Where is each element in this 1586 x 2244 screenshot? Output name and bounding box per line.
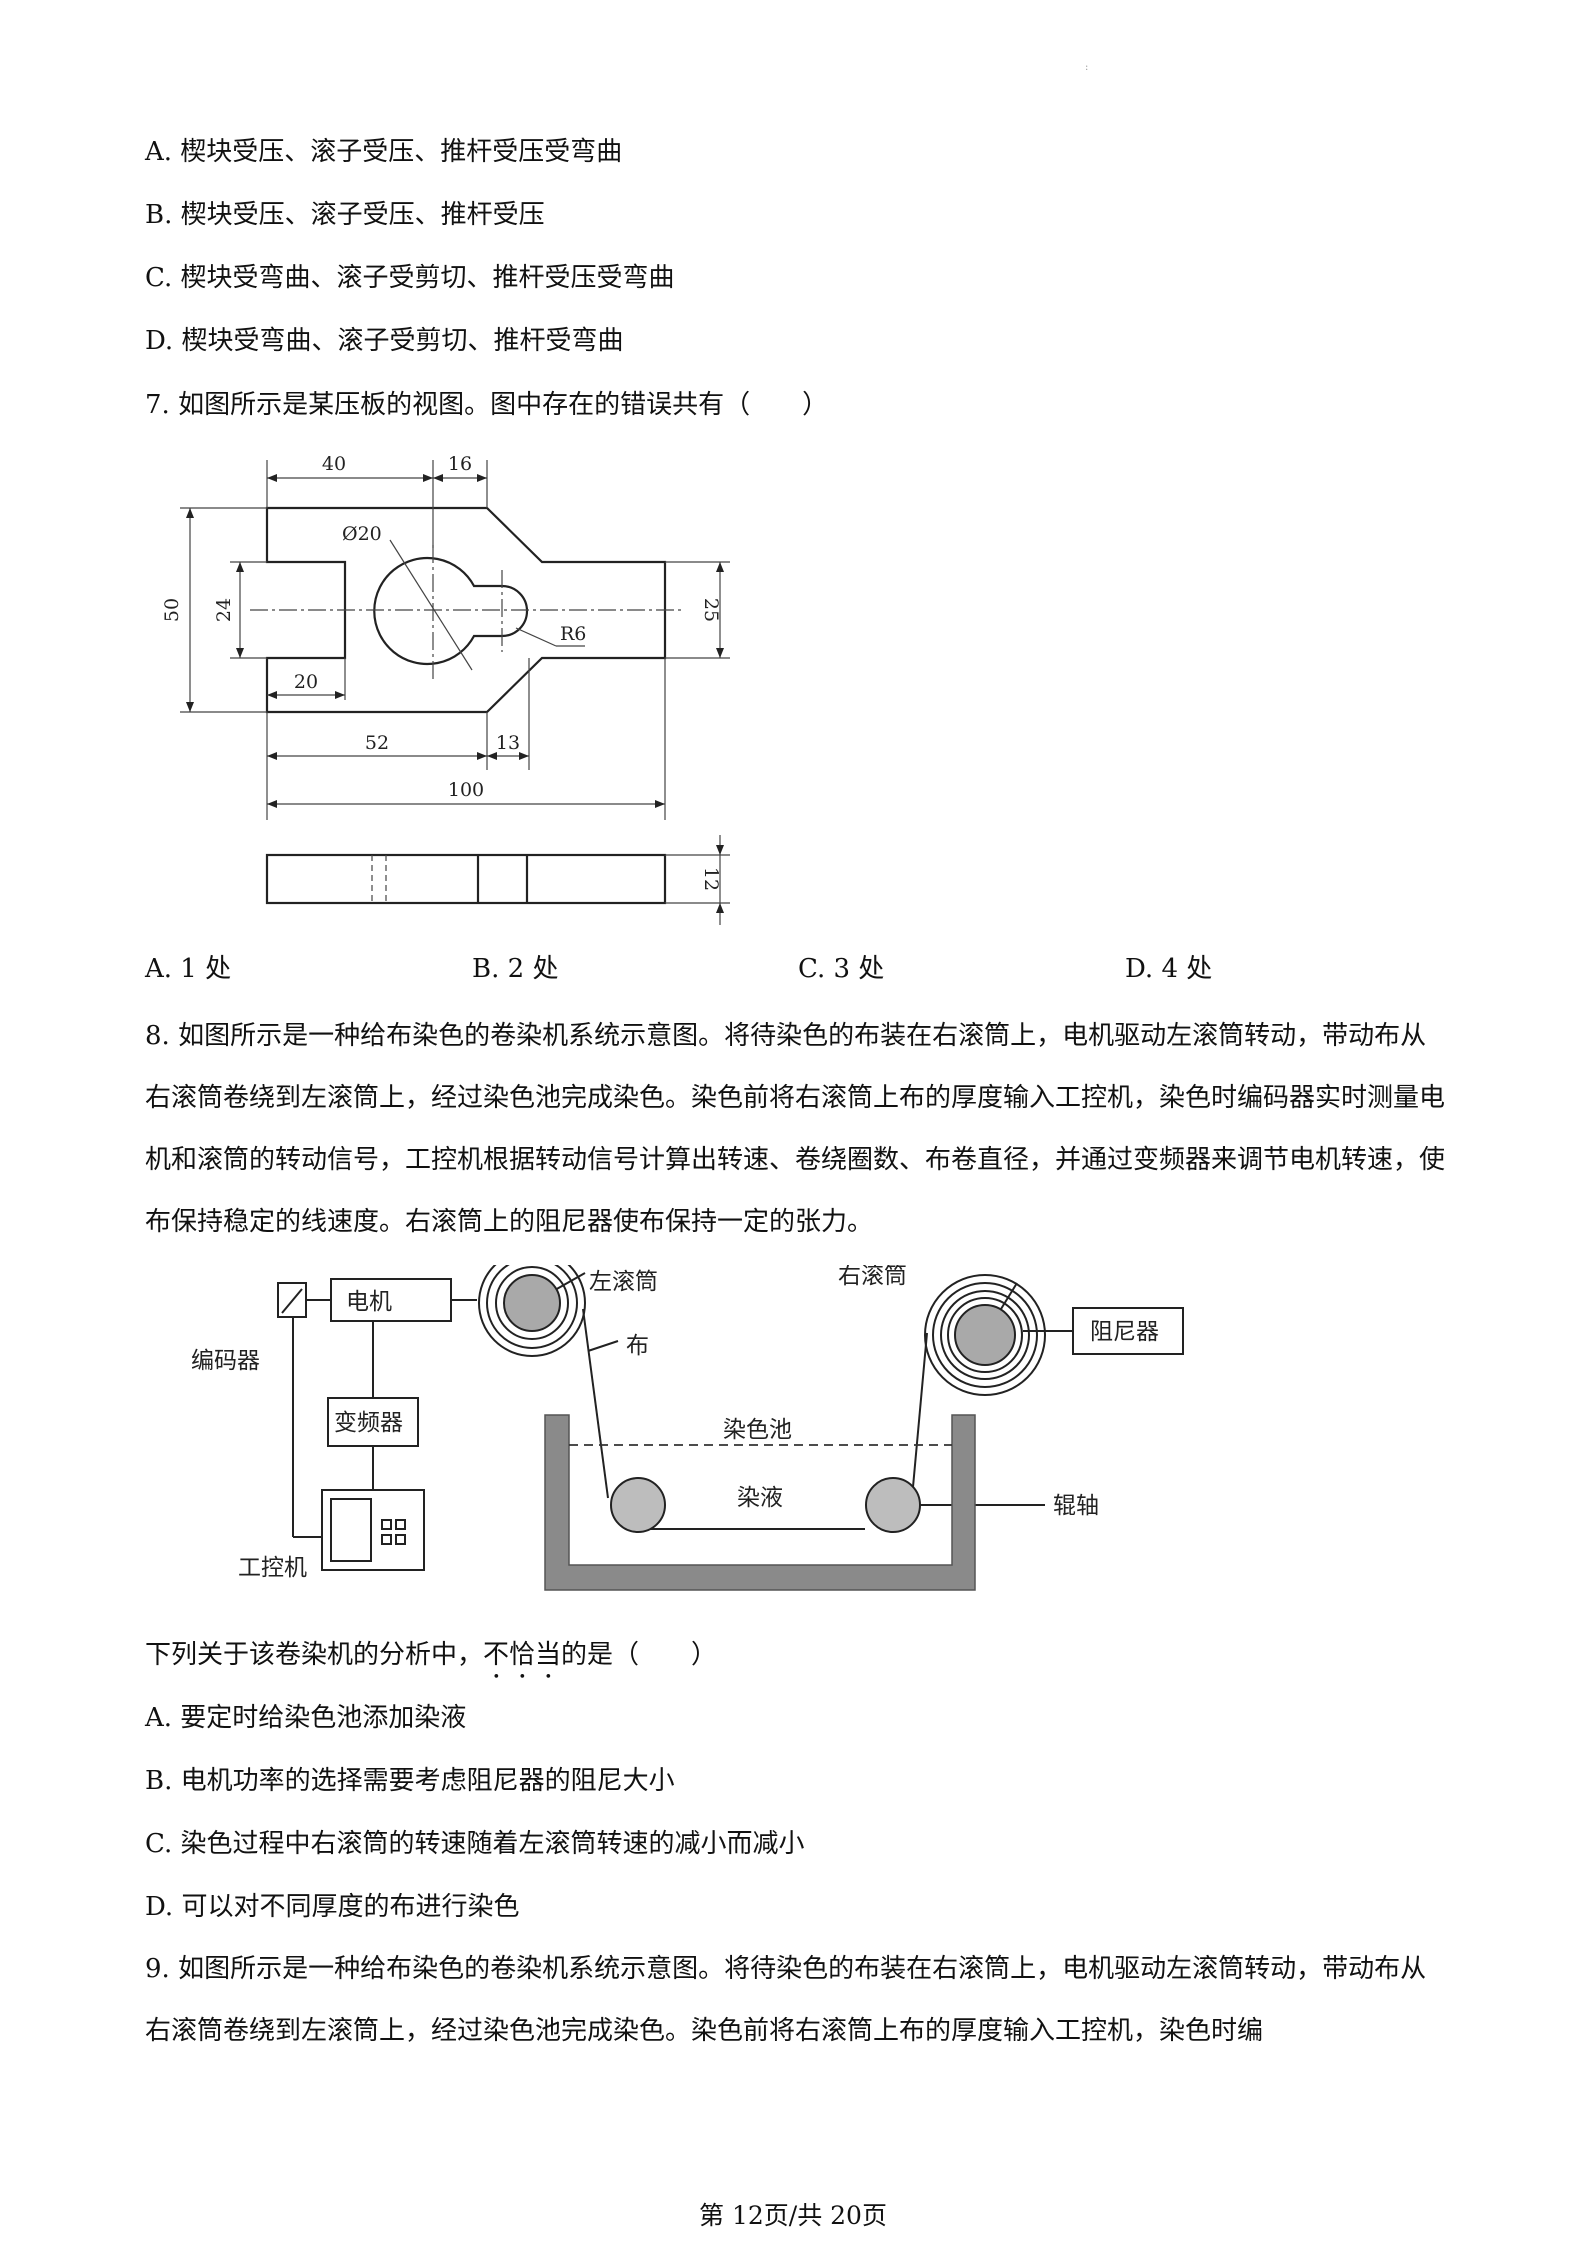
- q7-option-c[interactable]: C. 3 处: [798, 954, 885, 984]
- q8-option-d[interactable]: D. 可以对不同厚度的布进行染色: [145, 1892, 520, 1922]
- q7-option-b[interactable]: B. 2 处: [472, 954, 559, 984]
- label-motor: 电机: [346, 1289, 392, 1315]
- dim-100: 100: [448, 779, 484, 801]
- corner-mark: :: [1085, 62, 1089, 73]
- q6-option-b[interactable]: B. 楔块受压、滚子受压、推杆受压: [145, 200, 545, 230]
- q7-option-d[interactable]: D. 4 处: [1125, 954, 1213, 984]
- label-roller-shaft: 辊轴: [1053, 1493, 1099, 1519]
- label-encoder: 编码器: [191, 1348, 260, 1374]
- dim-12: 12: [700, 867, 722, 891]
- q7-figure-press-plate: 40 16 Ø20 50 24 25 R6 20 52 13 100 12: [161, 453, 730, 925]
- q8-question-prefix: 下列关于该卷染机的分析中，: [145, 1640, 484, 1670]
- label-ipc: 工控机: [238, 1555, 307, 1581]
- q6-option-c[interactable]: C. 楔块受弯曲、滚子受剪切、推杆受压受弯曲: [145, 263, 675, 293]
- dim-phi20: Ø20: [342, 523, 382, 545]
- dim-40: 40: [322, 453, 346, 475]
- dim-r6: R6: [560, 623, 586, 645]
- dim-13: 13: [496, 732, 520, 754]
- q8-option-c[interactable]: C. 染色过程中右滚筒的转速随着左滚筒转速的减小而减小: [145, 1829, 805, 1859]
- dim-20: 20: [294, 671, 318, 693]
- label-damper: 阻尼器: [1090, 1319, 1159, 1345]
- dim-52: 52: [365, 732, 389, 754]
- label-dye-liquid: 染液: [737, 1485, 783, 1511]
- q8-figure-dyeing-machine: 编码器 电机 变频器 工控机 左滚筒 右滚筒 阻尼器 布 染色池 染液 辊轴: [191, 1265, 1184, 1591]
- q7-stem: 7. 如图所示是某压板的视图。图中存在的错误共有（ ）: [145, 390, 829, 420]
- label-right-roller: 右滚筒: [838, 1265, 907, 1289]
- q7-option-a[interactable]: A. 1 处: [145, 954, 232, 984]
- label-inverter: 变频器: [334, 1410, 403, 1436]
- page-footer: 第 12页/共 20页: [699, 2201, 887, 2230]
- q6-option-a[interactable]: A. 楔块受压、滚子受压、推杆受压受弯曲: [145, 137, 623, 167]
- label-left-roller: 左滚筒: [589, 1269, 658, 1295]
- q9-stem: 9. 如图所示是一种给布染色的卷染机系统示意图。将待染色的布装在右滚筒上，电机驱…: [145, 1954, 1427, 2046]
- dim-25: 25: [700, 598, 722, 622]
- q8-question-emphasis: 不恰当: [483, 1640, 562, 1670]
- q8-stem: 8. 如图所示是一种给布染色的卷染机系统示意图。将待染色的布装在右滚筒上，电机驱…: [145, 1021, 1446, 1237]
- q6-option-d[interactable]: D. 楔块受弯曲、滚子受剪切、推杆受弯曲: [145, 326, 624, 356]
- label-dye-tank: 染色池: [723, 1417, 792, 1443]
- q8-question-suffix: 的是（ ）: [561, 1640, 718, 1670]
- q8-option-a[interactable]: A. 要定时给染色池添加染液: [145, 1703, 467, 1733]
- dim-24: 24: [213, 598, 235, 622]
- label-cloth: 布: [626, 1333, 649, 1359]
- dim-50: 50: [161, 598, 183, 622]
- q8-question: 下列关于该卷染机的分析中，不恰当的是（ ）: [145, 1638, 717, 1685]
- dim-16: 16: [448, 453, 472, 475]
- q8-option-b[interactable]: B. 电机功率的选择需要考虑阻尼器的阻尼大小: [145, 1766, 675, 1796]
